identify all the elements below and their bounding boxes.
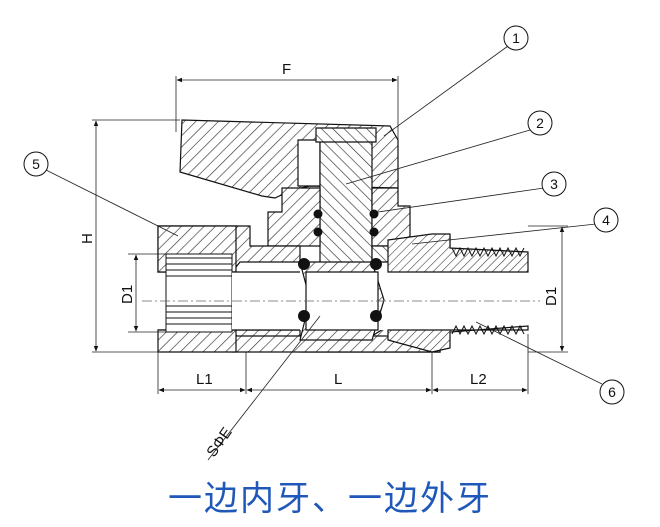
- svg-text:4: 4: [602, 212, 610, 228]
- external-thread: [451, 246, 525, 336]
- svg-text:3: 3: [550, 176, 558, 192]
- o-ring: [313, 209, 323, 219]
- callout-2: 2: [345, 110, 553, 185]
- svg-text:2: 2: [536, 115, 544, 131]
- dim-label-D1-right: D1: [543, 287, 560, 306]
- svg-text:5: 5: [32, 156, 40, 172]
- seat: [370, 258, 382, 270]
- dimension-H: [92, 119, 180, 353]
- valve-section-drawing: F H D1 D1 L1 L L2 SΦE 1 2: [23, 25, 625, 461]
- callout-4: 4: [411, 207, 619, 245]
- female-end-lower: [157, 329, 237, 353]
- dimension-F: [175, 76, 399, 140]
- stem-head: [315, 127, 377, 143]
- o-ring: [313, 227, 323, 237]
- dim-label-H: H: [79, 233, 96, 244]
- dim-label-F: F: [282, 61, 291, 78]
- stem: [319, 131, 373, 277]
- dim-label-SOE: SΦE: [203, 424, 235, 460]
- o-ring: [369, 209, 379, 219]
- seat: [298, 258, 310, 270]
- dim-label-L2: L2: [470, 371, 487, 388]
- seat: [298, 310, 310, 322]
- caption: 一边内牙、一边外牙: [168, 479, 492, 519]
- handle-pocket: [297, 139, 321, 187]
- callout-6: 6: [475, 321, 625, 405]
- seat: [370, 310, 382, 322]
- soe-leader: [207, 315, 321, 461]
- svg-text:1: 1: [512, 30, 520, 46]
- male-end-lower: [387, 325, 529, 353]
- dimension-L-row: [157, 334, 529, 394]
- internal-thread: [165, 253, 233, 333]
- callout-5: 5: [23, 151, 179, 237]
- callout-1: 1: [383, 25, 529, 137]
- o-ring: [369, 227, 379, 237]
- callout-3: 3: [377, 171, 567, 213]
- dim-label-L: L: [334, 371, 342, 388]
- dim-label-D1-left: D1: [119, 285, 136, 304]
- svg-text:6: 6: [608, 384, 616, 400]
- dimension-D1-left: [128, 253, 166, 333]
- dim-label-L1: L1: [196, 371, 213, 388]
- dimension-D1-right: [528, 225, 568, 353]
